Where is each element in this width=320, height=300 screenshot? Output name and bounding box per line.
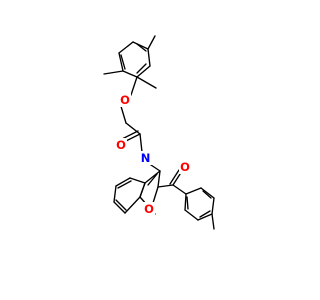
- bond-line: [130, 76, 138, 96]
- atom-labels: O O N O O: [115, 93, 191, 216]
- bond-line: [113, 201, 126, 214]
- atom-o-amide-label: O: [116, 138, 126, 152]
- bond-line: [136, 63, 147, 74]
- atom-o-ketone-label: O: [180, 160, 190, 174]
- bond-line: [147, 35, 156, 50]
- bond-line: [169, 169, 180, 185]
- bond-line: [152, 186, 159, 204]
- bond-line: [136, 76, 157, 89]
- atom-o-ether-label: O: [120, 93, 130, 107]
- bond-line: [117, 180, 132, 189]
- atom-o-ether: O: [119, 93, 131, 107]
- atom-o-furan-label: O: [144, 202, 154, 216]
- molecule-structure: O O N O O: [103, 35, 215, 230]
- bond-line: [186, 196, 189, 210]
- atom-o-amide: O: [115, 138, 127, 152]
- bond-line: [120, 54, 126, 70]
- bond-line: [139, 133, 143, 153]
- bond-line: [136, 43, 147, 52]
- bond-line: [132, 41, 149, 50]
- bond-line: [113, 185, 117, 203]
- atom-o-ketone: O: [179, 160, 191, 174]
- bond-lines: [103, 35, 215, 230]
- bond-line: [211, 197, 215, 215]
- bond-line: [211, 213, 215, 230]
- bond-line: [118, 52, 124, 72]
- bond-line: [125, 122, 141, 135]
- bond-line: [202, 190, 212, 199]
- bond-line: [122, 70, 138, 78]
- bond-line: [129, 177, 146, 184]
- bond-line: [136, 65, 151, 78]
- bond-line: [184, 209, 199, 221]
- bond-line: [184, 193, 187, 211]
- bond-line: [144, 170, 161, 184]
- atom-n-amide-label: N: [141, 151, 151, 165]
- bond-line: [118, 41, 134, 54]
- bond-line: [185, 187, 202, 195]
- atom-o-furan: O: [143, 202, 155, 216]
- bond-line: [157, 184, 174, 188]
- bond-line: [124, 196, 141, 214]
- bond-line: [157, 170, 161, 188]
- bond-line: [172, 184, 187, 195]
- bond-line: [147, 48, 151, 67]
- bond-line: [139, 182, 146, 198]
- bond-line: [200, 187, 215, 199]
- bond-line: [121, 130, 139, 140]
- bond-line: [147, 173, 158, 186]
- bond-line: [103, 70, 124, 75]
- atom-n-amide: N: [139, 151, 152, 165]
- bond-line: [115, 177, 131, 187]
- bond-line: [199, 210, 211, 218]
- bond-line: [115, 199, 127, 211]
- bond-line: [197, 213, 213, 221]
